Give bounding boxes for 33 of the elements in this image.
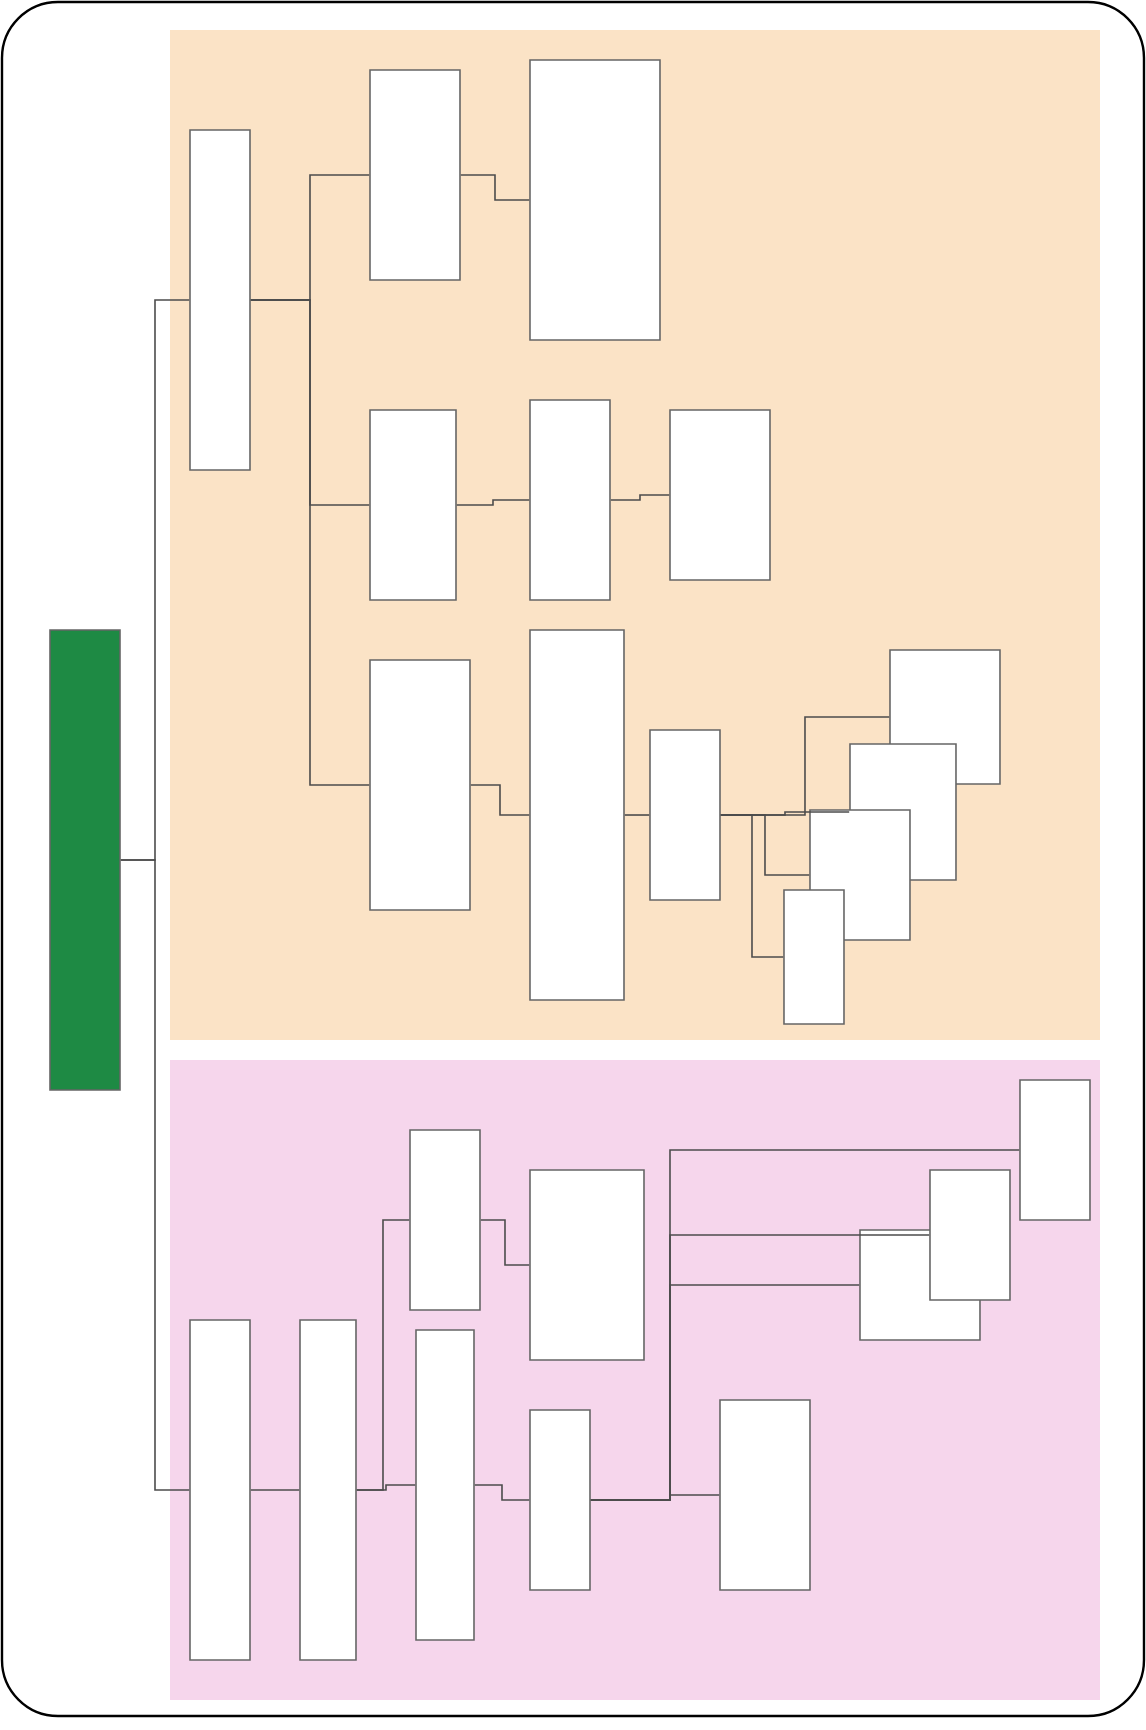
topic-box xyxy=(529,399,611,601)
connector-line xyxy=(590,1149,1020,1501)
connector-line xyxy=(250,299,370,786)
topic-box xyxy=(719,1399,811,1591)
connector-line xyxy=(474,1484,530,1501)
topic-box xyxy=(189,129,251,471)
connector-line xyxy=(460,174,530,201)
topic-box xyxy=(409,1129,481,1311)
topic-box xyxy=(189,1319,251,1661)
topic-box xyxy=(529,1409,591,1591)
topic-box xyxy=(1019,1079,1091,1221)
connector-line xyxy=(356,1219,410,1491)
topic-box xyxy=(529,629,625,1001)
connector-line xyxy=(470,784,530,816)
topic-box xyxy=(299,1319,357,1661)
connector-line xyxy=(480,1219,530,1266)
topic-box xyxy=(529,59,661,341)
title-box xyxy=(49,629,121,1091)
connector-line xyxy=(456,499,530,506)
connector-line xyxy=(720,814,784,958)
connector-line xyxy=(610,494,670,501)
connector-line xyxy=(250,1489,300,1491)
topic-box xyxy=(369,659,471,911)
connector-line xyxy=(120,859,190,1491)
topic-box xyxy=(529,1169,645,1361)
connector-line xyxy=(624,814,650,816)
topic-box xyxy=(649,729,721,901)
topic-box xyxy=(369,409,457,601)
topic-box xyxy=(929,1169,1011,1301)
topic-box xyxy=(369,69,461,281)
topic-box xyxy=(669,409,771,581)
topic-box xyxy=(415,1329,475,1641)
topic-box xyxy=(783,889,845,1025)
